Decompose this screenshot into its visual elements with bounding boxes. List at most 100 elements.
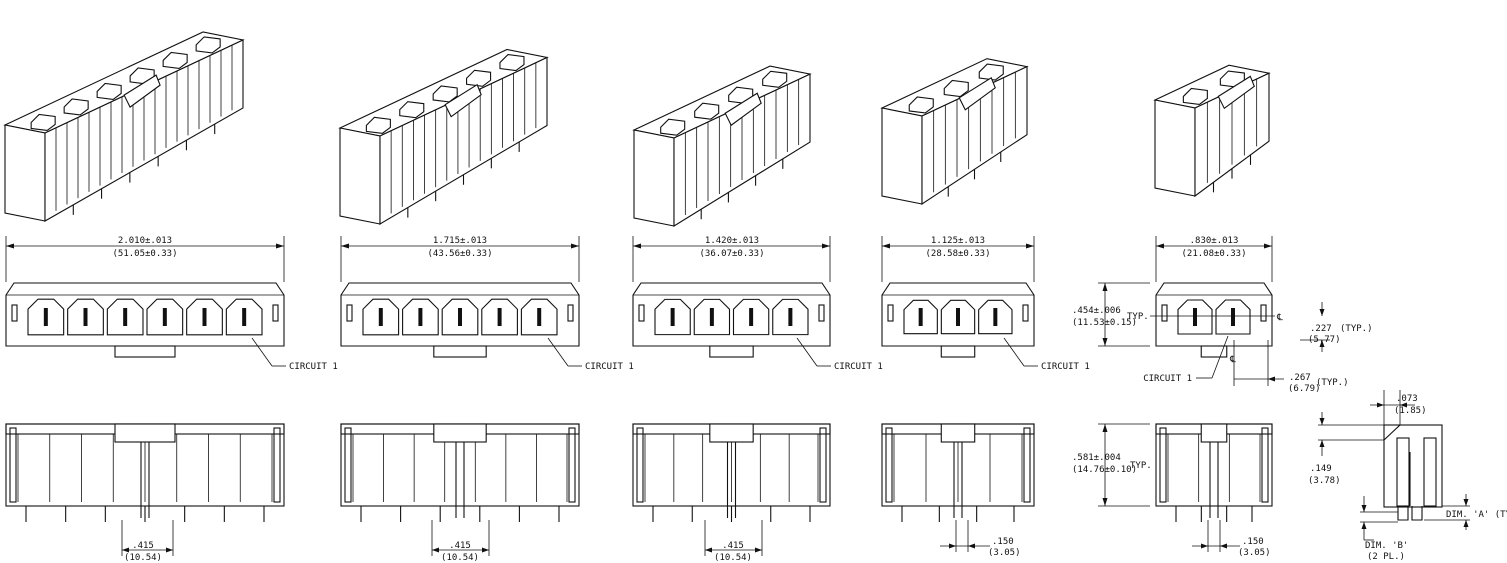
front-callouts: .454±.006 (11.53±0.15) TYP. ℄ .227 (TYP.…	[1072, 282, 1373, 394]
iso-latch-ramp	[444, 83, 482, 118]
terminal-slot	[670, 308, 675, 326]
side-height-mm: (14.76±0.10)	[1072, 465, 1137, 475]
front-views	[5, 282, 1273, 358]
terminal-slot	[458, 308, 462, 326]
latch-slot	[567, 304, 574, 322]
iso-view-4-circuit	[632, 65, 812, 227]
circuit-cavity	[441, 298, 479, 336]
iso-cavity	[466, 69, 492, 87]
iso-cavity	[63, 98, 89, 116]
iso-latch-ramp	[123, 74, 161, 108]
overall-dim-mm: (51.05±0.33)	[112, 249, 177, 259]
iso-end-face	[1154, 99, 1196, 197]
circuit-cavity	[146, 298, 184, 336]
latch-slot	[1022, 304, 1029, 322]
detail-height-mm: (3.78)	[1308, 476, 1341, 486]
typ-label: TYP.	[1127, 312, 1149, 322]
circuit-cavity	[481, 298, 518, 336]
bottom-views	[5, 423, 1273, 522]
terminal-slot	[1231, 308, 1235, 326]
polarizing-tab	[114, 345, 176, 358]
polarizing-tab	[1200, 345, 1228, 358]
iso-cavity	[96, 82, 122, 101]
circuit-cavity	[1215, 299, 1251, 335]
terminal-slot	[378, 308, 383, 326]
circuit-callouts: CIRCUIT 1 CIRCUIT 1 CIRCUIT 1 CIRCUIT 1 …	[251, 335, 1229, 384]
overall-dim-text: 2.010±.013	[118, 236, 172, 246]
latch-slot	[346, 304, 353, 322]
terminal-slot	[202, 308, 207, 326]
center-peg-block	[940, 423, 976, 443]
circuit-cavity	[940, 299, 976, 335]
end-latch	[344, 427, 352, 503]
housing-outline	[632, 282, 831, 347]
overall-dim-mm: (28.58±0.33)	[925, 249, 990, 259]
cavity-pitch-mm: (6.79)	[1288, 384, 1321, 394]
circuit-cavity	[67, 298, 104, 336]
pitch-dim: .150	[992, 537, 1014, 547]
end-latch	[636, 427, 644, 503]
circuit-cavity	[903, 299, 938, 335]
circuit-cavity	[225, 298, 263, 336]
iso-cavity	[978, 63, 1004, 81]
center-peg-block	[114, 423, 176, 443]
detail-height-dim: .149	[1310, 464, 1332, 474]
circuit-1-label: CIRCUIT 1	[585, 362, 634, 372]
iso-end-face	[4, 124, 46, 222]
pitch-dim: .415	[132, 541, 154, 551]
iso-end-face	[881, 107, 923, 205]
terminal-slot	[956, 308, 960, 326]
typ-label: TYP.	[1130, 461, 1152, 471]
dim-b-note: (2 PL.)	[1367, 552, 1405, 562]
dim-b-label: DIM. 'B'	[1365, 541, 1408, 551]
pitch-dim-mm: (10.54)	[441, 553, 479, 563]
circuit-cavity	[27, 298, 65, 336]
polarizing-tab	[709, 345, 754, 358]
side-height-dim: .581±.004 (14.76±0.10) TYP.	[1072, 423, 1152, 507]
bottom-view-6-circuit	[5, 423, 285, 522]
cavity-pitch-typ: (TYP.)	[1316, 378, 1349, 388]
circuit-cavity	[520, 298, 558, 336]
iso-cavity	[399, 101, 425, 119]
iso-view-3-circuit	[880, 58, 1029, 206]
terminal-slot	[993, 308, 998, 326]
front-view-3-circuit	[881, 282, 1035, 358]
iso-view-2-circuit	[1153, 64, 1271, 198]
latch-slot	[638, 304, 645, 322]
circuit-cavity	[186, 298, 223, 336]
circuit-1-label: CIRCUIT 1	[289, 362, 338, 372]
iso-view-6-circuit	[3, 31, 245, 222]
polarizing-tab	[433, 345, 487, 358]
iso-view-5-circuit	[338, 48, 549, 225]
terminal-slot	[418, 308, 423, 326]
bottom-view-2-circuit	[1155, 423, 1273, 522]
terminal-slot	[123, 308, 128, 326]
circuit-1-label: CIRCUIT 1	[1143, 374, 1192, 384]
bottom-view-4-circuit	[632, 423, 831, 522]
iso-cavity	[365, 116, 391, 134]
iso-cavity	[660, 118, 686, 136]
centerline-mark: ℄	[1276, 313, 1283, 323]
side-height-text: .581±.004	[1072, 453, 1121, 463]
pitch-dim-mm: (3.05)	[988, 548, 1021, 558]
terminal-slot	[83, 308, 88, 326]
terminal-slot	[43, 308, 48, 326]
center-peg-block	[709, 423, 754, 443]
overall-dim-mm: (43.56±0.33)	[427, 249, 492, 259]
iso-cavity	[1182, 87, 1208, 106]
dim-a-label: DIM. 'A' (TYP.)	[1446, 510, 1507, 520]
terminal-slot	[788, 308, 793, 326]
overall-dim-text: 1.420±.013	[705, 236, 759, 246]
iso-latch-ramp	[1217, 75, 1255, 110]
pitch-dims: .415 (10.54) .415 (10.54) .415 (10.54) .…	[121, 520, 1271, 563]
iso-cavity	[162, 51, 188, 70]
front-view-2-circuit	[1155, 282, 1273, 358]
terminal-slot	[162, 308, 167, 326]
end-latch	[9, 427, 17, 503]
overall-dim-text: 1.715±.013	[433, 236, 487, 246]
iso-cavity	[30, 113, 56, 132]
front-view-4-circuit	[632, 282, 831, 358]
detail-view: .073 (1.85) .149 (3.78) DIM. 'A' (TYP.) …	[1308, 390, 1507, 562]
height-dim: .454±.006	[1072, 306, 1121, 316]
